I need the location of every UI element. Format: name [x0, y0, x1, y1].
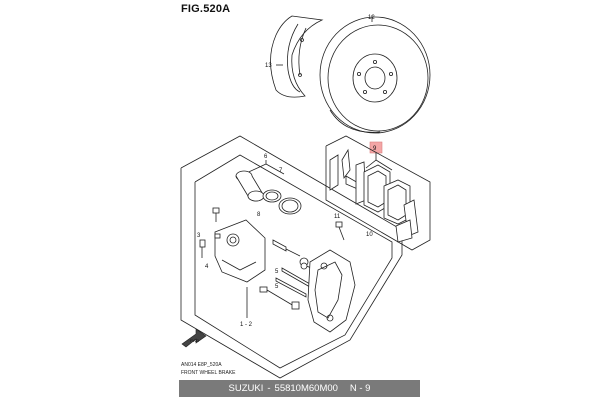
brake-disc[interactable] — [319, 16, 431, 134]
footer-separator: - — [267, 383, 271, 394]
brake-pads[interactable] — [363, 164, 419, 243]
bleeder-screw[interactable] — [199, 233, 221, 258]
pad-group-outline — [325, 135, 431, 251]
guide-pins[interactable] — [272, 239, 321, 298]
group-outline — [180, 135, 403, 379]
callout-disc[interactable]: 12 — [368, 15, 375, 21]
footer-brand: SUZUKI — [228, 383, 264, 394]
callout-piston-seal[interactable]: 8 — [257, 212, 261, 218]
callout-bleeder[interactable]: 3 — [197, 233, 201, 239]
callout-pin-a[interactable]: 5 — [275, 269, 279, 275]
callout-pin-b[interactable]: 5 — [275, 284, 279, 290]
pin-bolt[interactable] — [335, 221, 345, 241]
footer-part-number: 55810M60M00 — [274, 383, 338, 394]
piston-seal[interactable] — [262, 189, 302, 215]
drawing-subtitle: FRONT WHEEL BRAKE — [181, 370, 236, 376]
fwd-label: FWD — [190, 338, 199, 343]
figure-title: FIG.520A — [181, 3, 231, 15]
anti-squeal-shim[interactable] — [329, 148, 367, 205]
callout-piston[interactable]: 7 — [279, 168, 283, 174]
fwd-arrow: FWD — [181, 328, 207, 348]
callout-cap[interactable]: 4 — [205, 264, 209, 270]
dust-cover[interactable] — [270, 15, 324, 98]
drawing-code: AN014 E8P_520A — [181, 362, 222, 368]
callout-shim[interactable]: 10 — [366, 232, 373, 238]
piston[interactable] — [235, 170, 265, 202]
callout-caliper-assy[interactable]: 1 - 2 — [240, 322, 253, 328]
callout-pad-set[interactable]: 9 — [373, 146, 377, 152]
part-footer: SUZUKI-55810M60M00 N - 9 — [179, 380, 420, 397]
callout-dust-cover[interactable]: 13 — [265, 63, 272, 69]
callout-seal-kit[interactable]: 6 — [264, 154, 268, 160]
inner-outline — [194, 154, 393, 369]
caliper-bracket[interactable] — [307, 249, 356, 333]
caliper-body[interactable] — [212, 207, 266, 283]
callout-pin-bolt[interactable]: 11 — [334, 214, 341, 220]
footer-ref: N - 9 — [349, 383, 371, 394]
caliper-bolt[interactable] — [259, 286, 300, 310]
